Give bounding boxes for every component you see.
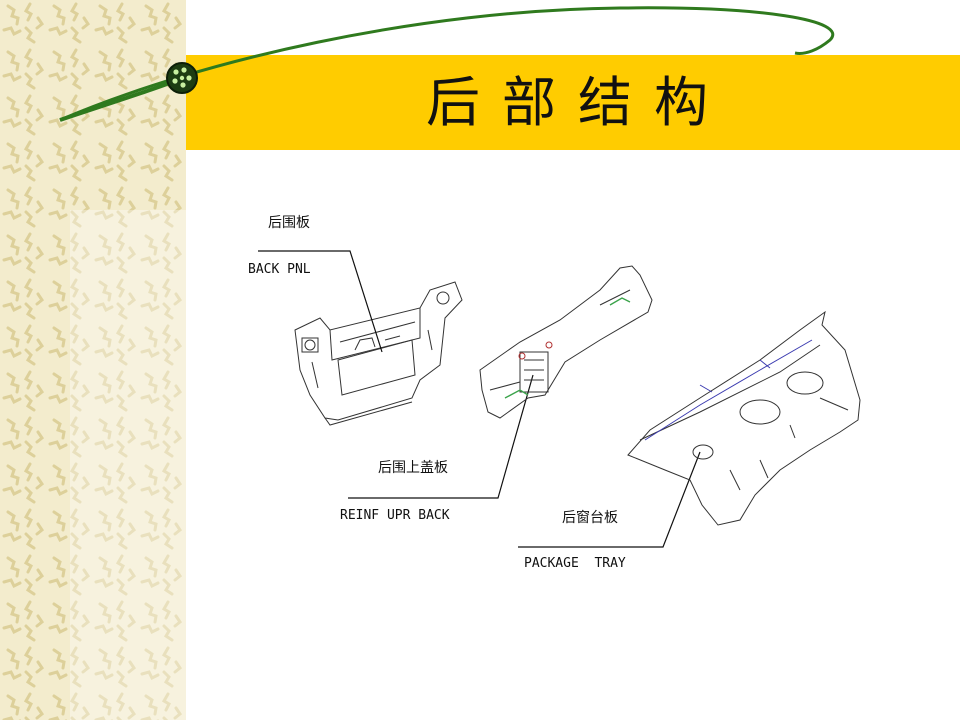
- part-label-cn-reinf-upr-back: 后围上盖板: [378, 460, 448, 476]
- package-tray-drawing: [627, 310, 861, 526]
- title-band: [186, 55, 960, 150]
- part-label-en-reinf-upr-back: REINF UPR BACK: [340, 508, 450, 523]
- part-label-en-package-tray: PACKAGE TRAY: [524, 556, 626, 571]
- pattern-graphic: [0, 0, 186, 720]
- part-label-en-back-panel: BACK PNL: [248, 262, 311, 277]
- part-label-cn-back-panel: 后围板: [268, 215, 310, 231]
- bullet-ball-icon: [166, 62, 198, 94]
- leader-package-tray: [518, 451, 701, 548]
- reinf-upr-back-drawing: [479, 265, 653, 419]
- decorative-pattern-panel: [0, 0, 186, 720]
- swoosh-curve: [59, 6, 835, 122]
- page-title: 后部结构: [426, 71, 730, 134]
- leader-back-pnl: [258, 250, 383, 353]
- back-panel-drawing: [294, 281, 463, 426]
- leader-reinf-upr-back: [348, 374, 534, 499]
- leader-lines: [258, 250, 701, 548]
- part-label-cn-package-tray: 后窗台板: [562, 510, 618, 526]
